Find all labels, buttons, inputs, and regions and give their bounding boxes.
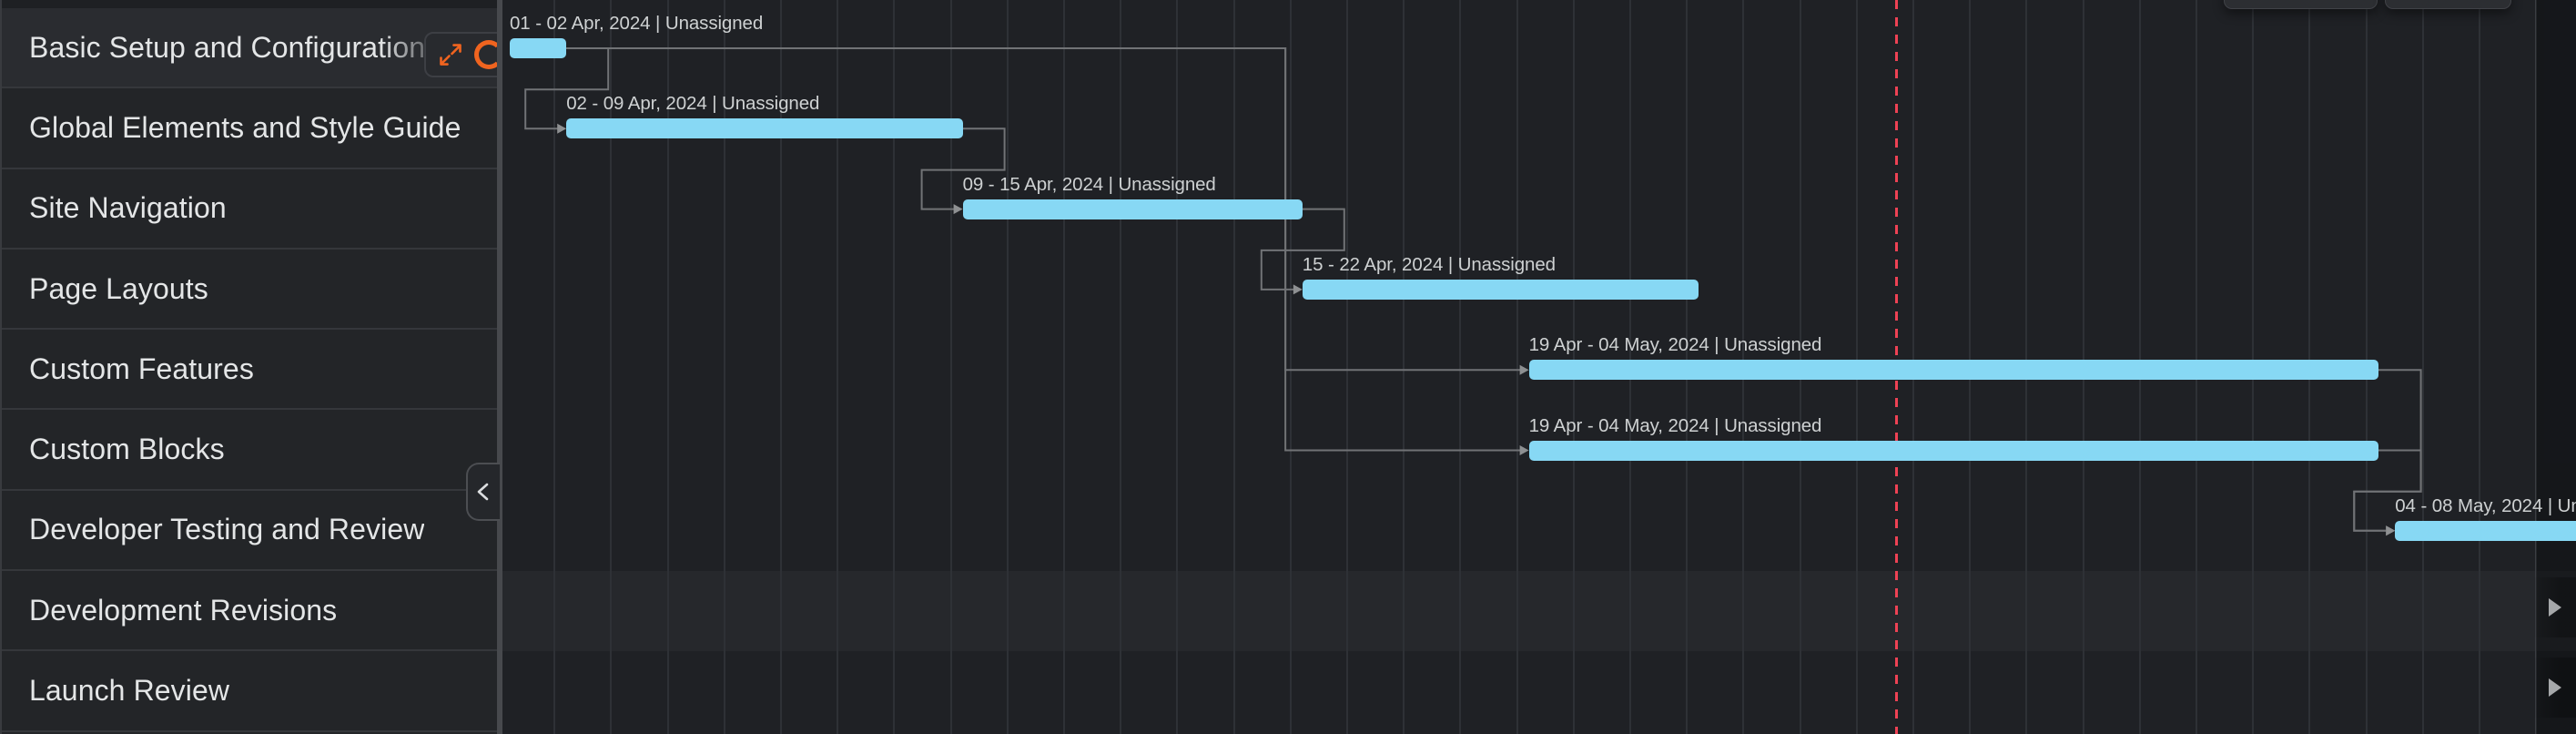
row-hover-actions	[424, 32, 497, 77]
gridline-day	[1232, 0, 1235, 734]
sidebar-divider[interactable]	[497, 0, 502, 734]
task-name: Site Navigation	[29, 191, 227, 225]
gridline-day	[1403, 0, 1405, 734]
gridline-day	[2479, 0, 2480, 734]
gridline-day	[837, 0, 839, 734]
task-name: Page Layouts	[29, 271, 208, 305]
gridline-day	[1459, 0, 1462, 734]
gridline-day	[949, 0, 952, 734]
sidebar-item-custom-blocks[interactable]: Custom Blocks	[2, 410, 497, 491]
chevron-left-icon	[477, 483, 488, 501]
taskbar-label: 01 - 02 Apr, 2024 | Unassigned	[510, 13, 764, 34]
task-name: Custom Features	[29, 352, 254, 385]
gridline-day	[2421, 0, 2424, 734]
gridline-day	[666, 0, 669, 734]
taskbar-label: 15 - 22 Apr, 2024 | Unassigned	[1302, 253, 1556, 275]
sidebar-item-custom-features[interactable]: Custom Features	[2, 330, 497, 411]
gantt-chart-area: 01 - 02 Apr, 2024 | Unassigned 02 - 09 Ap…	[502, 0, 2576, 734]
task-name: Global Elements and Style Guide	[29, 110, 461, 144]
gridline-day	[2535, 0, 2538, 734]
clipped-toolbar-card-1[interactable]	[2224, 0, 2378, 9]
task-name: Developer Testing and Review	[29, 513, 425, 546]
taskbar-label: 04 - 08 May, 2024 | Unassigned	[2395, 494, 2576, 516]
gridline-day	[1516, 0, 1518, 734]
taskbar-developer-testing-and[interactable]	[2395, 520, 2576, 541]
taskbar-site-navigation[interactable]	[962, 199, 1303, 219]
sidebar-item-launch-review[interactable]: Launch Review	[2, 651, 497, 732]
sidebar-item-developer-testing-and[interactable]: Developer Testing and Review	[2, 490, 497, 572]
task-name: Development Revisions	[29, 593, 338, 627]
clock-icon[interactable]	[474, 40, 497, 69]
gridline-day	[1063, 0, 1065, 734]
expand-icon[interactable]	[437, 41, 464, 68]
sidebar-item-global-elements-and[interactable]: Global Elements and Style Guide	[2, 88, 497, 169]
task-name: Custom Blocks	[29, 433, 225, 466]
taskbar-label: 09 - 15 Apr, 2024 | Unassigned	[962, 173, 1216, 195]
gridline-day	[1176, 0, 1179, 734]
gridline-day	[1346, 0, 1348, 734]
gridline-day	[610, 0, 613, 734]
taskbar-custom-features[interactable]	[1528, 360, 2378, 381]
scroll-to-task-arrow[interactable]	[2549, 598, 2561, 617]
gridline-day	[1289, 0, 1292, 734]
task-name: Launch Review	[29, 674, 230, 708]
sidebar-item-page-layouts[interactable]: Page Layouts	[2, 249, 497, 331]
gridline-day	[893, 0, 896, 734]
sidebar-item-site-navigation[interactable]: Site Navigation	[2, 168, 497, 250]
gridline-day	[553, 0, 556, 734]
sidebar-item-development-revisions[interactable]: Development Revisions	[2, 571, 497, 652]
taskbar-label: 02 - 09 Apr, 2024 | Unassigned	[566, 93, 820, 115]
sidebar-item-basic-setup-and[interactable]: Basic Setup and Configuration	[2, 8, 497, 89]
gridline-day	[723, 0, 725, 734]
gridline-day	[780, 0, 782, 734]
taskbar-global-elements-and[interactable]	[566, 118, 963, 139]
task-name: Basic Setup and Configuration	[29, 30, 426, 64]
taskbar-label: 19 Apr - 04 May, 2024 | Unassigned	[1528, 334, 1822, 356]
scroll-to-task-arrow[interactable]	[2549, 678, 2561, 698]
taskbar-basic-setup-and[interactable]	[510, 38, 567, 58]
highlighted-row-band	[502, 571, 2576, 652]
taskbar-custom-blocks[interactable]	[1528, 440, 2378, 461]
gridline-day	[1006, 0, 1009, 734]
taskbar-page-layouts[interactable]	[1302, 279, 1699, 300]
gridline-day	[1120, 0, 1122, 734]
clipped-toolbar-card-2[interactable]	[2385, 0, 2511, 9]
sidebar-collapse-button[interactable]	[466, 463, 500, 521]
taskbar-label: 19 Apr - 04 May, 2024 | Unassigned	[1528, 414, 1822, 436]
